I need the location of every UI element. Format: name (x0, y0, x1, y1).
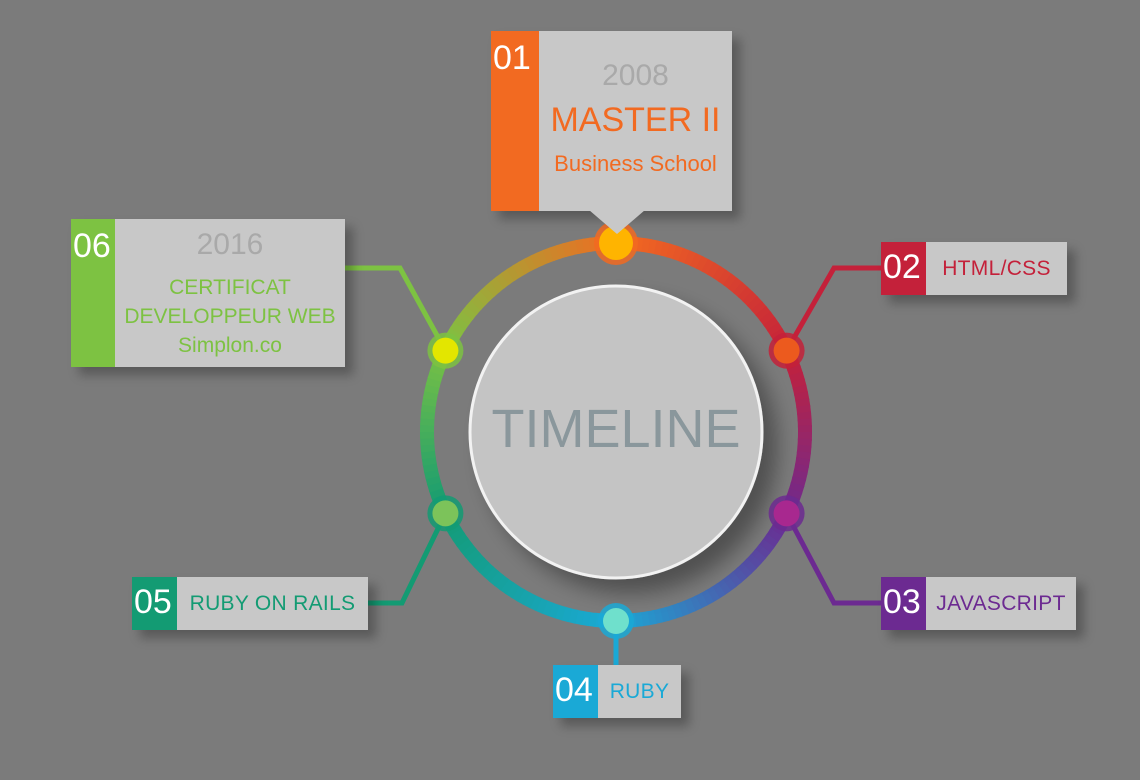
milestone-subtitle: Business School (554, 151, 717, 176)
milestone-year: 2016 (196, 228, 264, 261)
milestone-number-tab: 02 (881, 242, 926, 295)
milestone-number: 01 (493, 39, 531, 77)
milestone-title: JAVASCRIPT (936, 591, 1066, 615)
milestone-number-tab: 01 (491, 31, 539, 211)
node-dot-01 (599, 226, 633, 260)
node-dot-04 (603, 608, 629, 634)
milestone-number: 05 (134, 583, 172, 621)
milestone-title: MASTER II (550, 101, 721, 139)
milestone-title: HTML/CSS (942, 256, 1051, 280)
milestone-year: 2008 (602, 59, 669, 92)
milestone-card-02: 02 HTML/CSS (881, 242, 1067, 295)
milestone-card-01: 01 2008 MASTER II Business School (491, 31, 732, 211)
connector-line-05 (368, 512, 448, 606)
ring-arcs (419, 235, 813, 629)
center-disc (468, 284, 764, 580)
node-dot-05 (432, 500, 459, 527)
milestone-line: Simplon.co (178, 334, 282, 357)
connector-line-02 (784, 265, 881, 352)
milestone-nodes (427, 221, 805, 639)
milestone-card-06: 06 2016 CERTIFICAT DEVELOPPEUR WEB Simpl… (71, 219, 345, 367)
connector-line-03 (784, 512, 881, 606)
milestone-line: CERTIFICAT (169, 276, 291, 299)
milestone-number: 06 (73, 227, 111, 265)
milestone-title: RUBY ON RAILS (189, 591, 356, 615)
milestone-number-tab: 04 (553, 665, 598, 718)
milestone-title: RUBY (609, 679, 670, 703)
milestone-number-tab: 06 (71, 219, 115, 367)
card-pointer (589, 210, 645, 234)
milestone-number: 03 (883, 583, 921, 621)
node-dot-02 (773, 337, 800, 364)
milestone-number-tab: 05 (132, 577, 177, 630)
connector-line-06 (345, 265, 448, 352)
milestone-line: DEVELOPPEUR WEB (124, 305, 336, 328)
milestone-card-04: 04 RUBY (553, 665, 681, 718)
milestone-number: 04 (555, 671, 593, 709)
center-title: TIMELINE (491, 399, 740, 459)
milestone-number-tab: 03 (881, 577, 926, 630)
milestone-card-03: 03 JAVASCRIPT (881, 577, 1076, 630)
milestone-card-05: 05 RUBY ON RAILS (132, 577, 368, 630)
milestone-number: 02 (883, 248, 921, 286)
node-dot-06 (432, 337, 459, 364)
milestone-description: CERTIFICAT DEVELOPPEUR WEB Simplon.co (115, 273, 345, 360)
node-dot-03 (773, 500, 800, 527)
